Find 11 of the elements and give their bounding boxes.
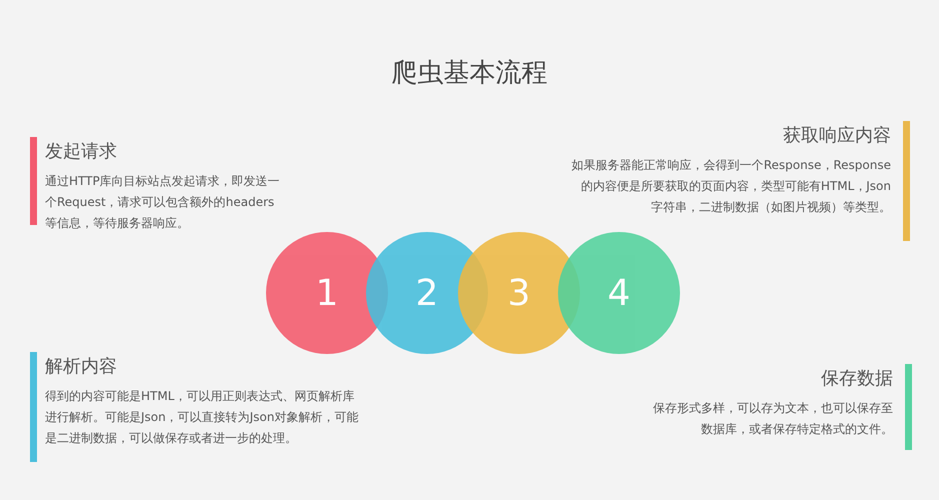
section-heading: 解析内容 [45, 355, 117, 378]
section-text: 保存形式多样，可以存为文本，也可以保存至数据库，或者保存特定格式的文件。 [652, 400, 893, 438]
section-heading: 发起请求 [45, 140, 117, 163]
section-panel [650, 364, 912, 450]
section-text: 如果服务器能正常响应，会得到一个Response，Response的内容便是所要获取的页面内容，类型可能有HTML，Json字符串，二进制数据（如图片视频）等类型。 [570, 157, 891, 216]
title: 爬虫基本流程 [390, 57, 548, 90]
section-text: 得到的内容可能是HTML，可以用正则表达式、网页解析库进行解析。可能是Json，可以直接转为Json对象解析，可能是二进制数据，可以做保存或者进一步的处理。 [45, 388, 360, 447]
step-circle: 4 [558, 232, 680, 354]
section-heading: 保存数据 [821, 367, 893, 390]
section-text: 通过HTTP库向目标站点发起请求，即发送一个Request，请求可以包含额外的headers等信息，等待服务器响应。 [45, 173, 281, 232]
section-heading: 获取响应内容 [783, 124, 891, 147]
